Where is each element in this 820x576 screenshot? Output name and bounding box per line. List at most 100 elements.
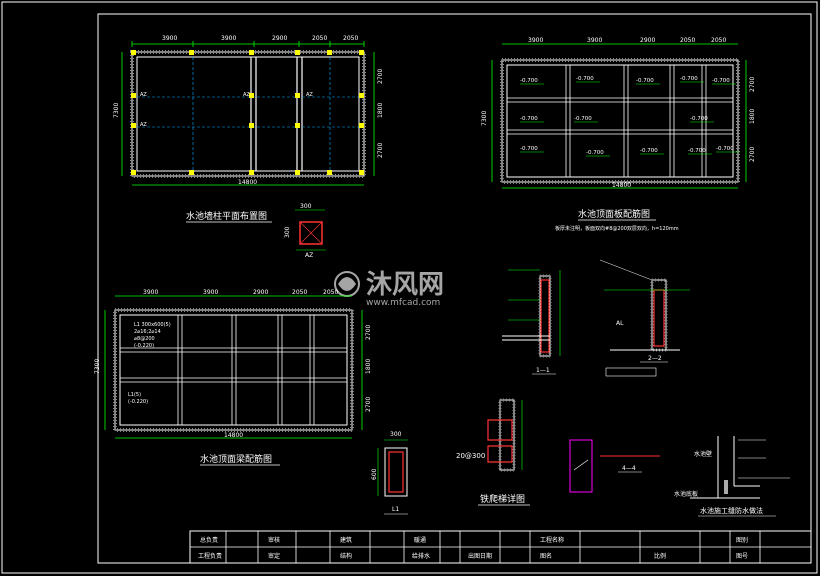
plan-roof-beams: 3900 3900 2900 2050 2050 L1 300x600(5) 2… — [94, 289, 372, 466]
tb-r2-c7: 比例 — [654, 552, 666, 560]
az-column-19 — [327, 170, 332, 175]
plan2-note: 板厚未注明，板面双向#8@200双层双向，h=120mm — [555, 225, 679, 232]
tb-r2-c6: 图名 — [540, 552, 552, 560]
plan1-title: 水池墙柱平面布置图 — [186, 210, 267, 222]
l1-beam-detail: 300 600 L1 — [371, 431, 408, 515]
az-column-2 — [189, 50, 194, 55]
plan1-dim-right-1: 2700 — [377, 69, 384, 84]
slab-level-4: -0.700 — [680, 76, 698, 82]
plan2-dim-top-4: 2050 — [680, 37, 695, 44]
tb-r1-c4: 暖通 — [414, 536, 426, 544]
plan3-dim-bottom: 14800 — [224, 432, 243, 439]
tb-r1-c3: 建筑 — [340, 536, 352, 544]
plan3-beam-note-1: L1 300x600(5) — [134, 322, 171, 328]
plan3-dim-top-3: 2900 — [253, 289, 268, 296]
plan3-dim-right-1: 2700 — [365, 325, 372, 340]
watermark-text: 沐风网 — [366, 270, 444, 300]
az-column-18 — [295, 170, 300, 175]
ladder-title: 铁爬梯详图 — [480, 493, 525, 505]
az-column-16 — [189, 170, 194, 175]
plan2-dim-right-3: 2700 — [749, 147, 756, 162]
slab-level-3: -0.700 — [636, 78, 654, 84]
az-column-20 — [359, 170, 364, 175]
az-column-1 — [131, 50, 136, 55]
plan3-dim-top-5: 2050 — [323, 289, 338, 296]
plan3-beam-note-4: (-0.220) — [134, 343, 154, 349]
plan1-dim-top-2: 3900 — [221, 35, 236, 42]
section-1-1-label: 1—1 — [536, 367, 550, 374]
tb-r2-c1: 工程负责 — [198, 552, 222, 560]
plan2-dim-top-3: 2900 — [640, 37, 655, 44]
az-column-15 — [131, 170, 136, 175]
plan1-dim-bottom: 14800 — [238, 179, 257, 186]
slab-level-10: -0.700 — [586, 150, 604, 156]
plan3-dim-right-2: 1800 — [365, 359, 372, 374]
title-block: 总负责 审核 建筑 暖通 工程名称 图别 工程负责 审定 结构 给排水 出图日期… — [189, 530, 812, 564]
slab-level-9: -0.700 — [520, 146, 538, 152]
az-column-12 — [295, 93, 300, 98]
waterproof-title: 水池施工缝防水做法 — [700, 506, 763, 515]
az-column-17 — [249, 170, 254, 175]
plan3-beam-note-6: (-0.220) — [128, 399, 148, 405]
slab-level-11: -0.700 — [640, 148, 658, 154]
tb-r1-c6: 图别 — [736, 536, 748, 544]
az-detail-dim-side: 300 — [284, 226, 291, 238]
slab-level-6: -0.700 — [520, 116, 538, 122]
slab-level-7: -0.700 — [574, 116, 592, 122]
az-column-9 — [131, 123, 136, 128]
az-column-13 — [249, 123, 254, 128]
az-column-6 — [359, 50, 364, 55]
section-2-2-label: 2—2 — [648, 355, 662, 362]
plan2-dim-top-2: 3900 — [587, 37, 602, 44]
plan2-dim-bottom: 14800 — [612, 182, 631, 189]
section-4-4: 4—4 — [569, 439, 660, 493]
slab-level-8: -0.700 — [690, 116, 708, 122]
plan2-dim-top-1: 3900 — [528, 37, 543, 44]
watermark-url: www.mfcad.com — [366, 298, 440, 308]
slab-level-13: -0.700 — [716, 146, 734, 152]
plan3-beam-note-3: ⌀8@200 — [134, 336, 155, 342]
plan1-dim-top-1: 3900 — [162, 35, 177, 42]
slab-level-12: -0.700 — [688, 148, 706, 154]
watermark: 沐风网 www.mfcad.com — [334, 270, 444, 308]
az-detail-label: AZ — [305, 252, 313, 259]
plan3-beam-note-5: L1(5) — [128, 392, 141, 398]
plan3-beam-note-2: 2⌀16;2⌀14 — [134, 329, 161, 335]
az-column-detail: 300 300 AZ — [284, 203, 326, 259]
l1-dim-side: 600 — [371, 468, 378, 480]
az-column-3 — [249, 50, 254, 55]
waterproof-label-floor: 水池底板 — [674, 490, 698, 498]
tb-r2-c3: 结构 — [340, 552, 352, 560]
plan3-dim-top-1: 3900 — [143, 289, 158, 296]
az-column-11 — [249, 93, 254, 98]
plan1-outer-wall — [131, 51, 365, 177]
slab-level-5: -0.700 — [712, 78, 730, 84]
iron-ladder-detail: 20@300 铁爬梯详图 — [456, 398, 530, 506]
plan1-az-label-3: AZ — [243, 92, 250, 98]
plan3-dim-right-3: 2700 — [365, 397, 372, 412]
az-column-4 — [295, 50, 300, 55]
az-column-5 — [327, 50, 332, 55]
az-detail-dim: 300 — [300, 203, 312, 210]
tb-r1-c1: 总负责 — [200, 536, 218, 544]
slab-level-2: -0.700 — [576, 76, 594, 82]
waterproof-joint-detail: 水池壁 水池底板 水池施工缝防水做法 — [674, 436, 790, 517]
plan1-dim-top-5: 2050 — [343, 35, 358, 42]
l1-detail-label: L1 — [392, 506, 399, 513]
plan1-dim-right-3: 2700 — [377, 143, 384, 158]
tb-r2-c4: 给排水 — [412, 552, 430, 560]
az-column-14 — [295, 123, 300, 128]
section-2-2-tag: AL — [616, 320, 624, 327]
tb-r2-c2: 审定 — [268, 552, 280, 560]
waterproof-label-wall: 水池壁 — [694, 450, 712, 458]
l1-dim-top: 300 — [390, 431, 402, 438]
plan-roof-slab: 3900 3900 2900 2050 2050 -0.700 -0.700 -0.… — [481, 37, 756, 232]
plan1-az-label-4: AZ — [306, 92, 313, 98]
az-column-10 — [359, 123, 364, 128]
plan2-dim-top-5: 2050 — [711, 37, 726, 44]
ladder-spacing: 20@300 — [456, 452, 485, 460]
plan3-dim-top-2: 3900 — [203, 289, 218, 296]
plan3-dim-left: 7300 — [94, 359, 101, 374]
plan1-dim-top-3: 2900 — [272, 35, 287, 42]
